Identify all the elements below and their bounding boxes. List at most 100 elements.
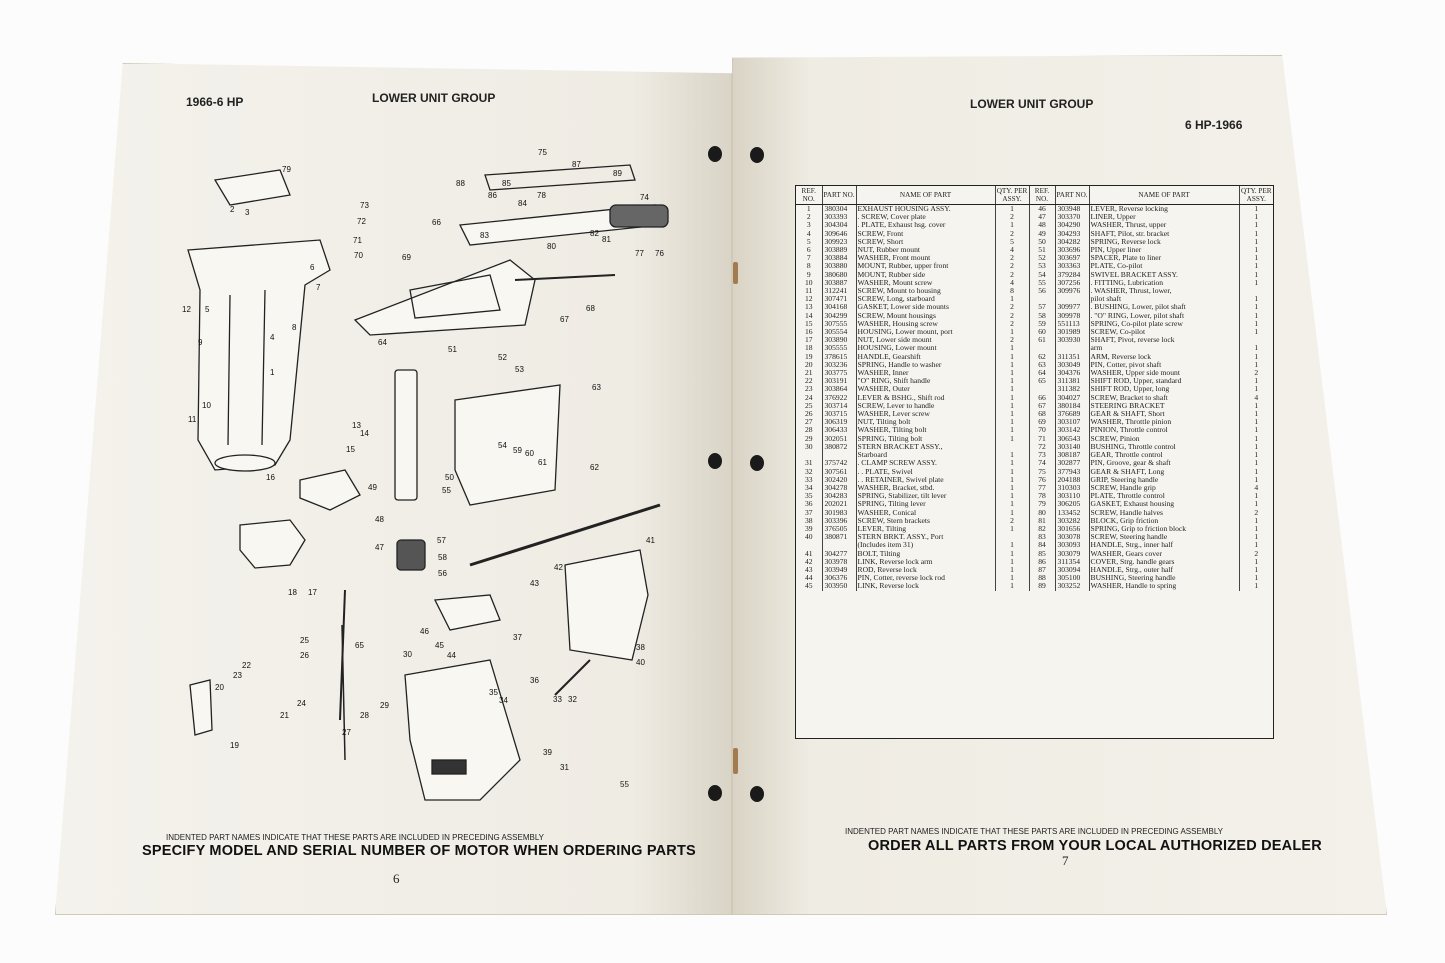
cell-name: BUSHING, Throttle control xyxy=(1089,442,1240,452)
cell-part: 311354 xyxy=(1055,557,1090,566)
callout-62: 62 xyxy=(590,463,599,472)
cell-ref: 49 xyxy=(1029,229,1056,238)
cell-ref: 81 xyxy=(1029,516,1056,525)
cell-qty: 1 xyxy=(1254,524,1259,533)
cell-name: SCREW, Front xyxy=(856,229,996,238)
cell-part: 380680 xyxy=(822,270,857,279)
callout-72: 72 xyxy=(357,217,366,226)
cell-ref xyxy=(1029,344,1056,353)
cell-qty: 4 xyxy=(1254,483,1259,492)
cell-qty: 1 xyxy=(1254,426,1259,435)
cell-part: 303880 xyxy=(822,262,857,271)
cell-name: STEERING BRACKET xyxy=(1089,401,1240,411)
cell-qty: 8 xyxy=(995,287,1030,296)
cell-name: SCREW, Handle grip xyxy=(1089,483,1240,493)
cell-part: 305555 xyxy=(822,344,857,353)
cell-qty: 1 xyxy=(1254,278,1259,287)
cell-ref: 38 xyxy=(796,516,823,525)
cell-part: 303140 xyxy=(1055,442,1090,452)
cell-part: 551113 xyxy=(1055,319,1090,329)
cell-ref: 89 xyxy=(1029,582,1056,591)
cell-ref: 9 xyxy=(796,270,823,279)
cell-ref: 23 xyxy=(796,385,823,394)
cell-name: BOLT, Tilting xyxy=(856,549,996,558)
cell-qty: 1 xyxy=(995,508,1030,517)
cell-part: 303079 xyxy=(1055,549,1090,558)
cell-part xyxy=(822,451,857,460)
cell-part: 380304 xyxy=(822,204,857,214)
cell-name: . BUSHING, Lower, pilot shaft xyxy=(1089,303,1240,312)
cell-part: 306543 xyxy=(1055,434,1090,443)
callout-60: 60 xyxy=(525,449,534,458)
callout-55: 55 xyxy=(442,486,451,495)
cell-ref: 2 xyxy=(796,213,823,222)
cell-ref: 76 xyxy=(1029,475,1056,484)
binding-hole xyxy=(750,786,764,802)
cell-qty: 1 xyxy=(995,483,1030,493)
cell-name: SCREW, Co-pilot xyxy=(1089,328,1240,337)
cell-part: 307471 xyxy=(822,295,857,304)
cell-ref: 17 xyxy=(796,336,823,345)
cell-part: 303191 xyxy=(822,377,857,386)
callout-83: 83 xyxy=(480,231,489,240)
cell-name: (Includes item 31) xyxy=(856,541,996,550)
cell-ref: 28 xyxy=(796,426,823,435)
cell-name: SPRING, Co-pilot plate screw xyxy=(1089,319,1240,329)
cell-name: . "O" RING, Lower, pilot shaft xyxy=(1089,311,1240,320)
callout-84: 84 xyxy=(518,199,527,208)
cell-ref: 69 xyxy=(1029,418,1056,427)
cell-part: 303142 xyxy=(1055,426,1090,435)
cell-part: 303282 xyxy=(1055,516,1090,525)
cell-part: 303107 xyxy=(1055,418,1090,427)
callout-45: 45 xyxy=(435,641,444,650)
cell-ref: 88 xyxy=(1029,574,1056,583)
cell-part: 375742 xyxy=(822,459,857,468)
left-indent-note: INDENTED PART NAMES INDICATE THAT THESE … xyxy=(166,833,545,842)
callout-32: 32 xyxy=(568,695,577,704)
cell-name: WASHER, Outer xyxy=(856,385,996,394)
cell-part: 376922 xyxy=(822,393,857,402)
callout-78: 78 xyxy=(537,191,546,200)
cell-part: 303948 xyxy=(1055,204,1090,214)
cell-name: STERN BRACKET ASSY., xyxy=(856,442,996,452)
cell-part: 380871 xyxy=(822,533,857,542)
cell-name: ARM, Reverse lock xyxy=(1089,352,1240,361)
cell-part: 303887 xyxy=(822,278,857,288)
cell-name: GEAR & SHAFT, Long xyxy=(1089,467,1240,476)
cell-qty: 1 xyxy=(995,410,1030,419)
cell-qty: 2 xyxy=(995,213,1030,222)
callout-85: 85 xyxy=(502,179,511,188)
cell-ref: 55 xyxy=(1029,278,1056,288)
cell-ref: 47 xyxy=(1029,213,1056,222)
cell-name: WASHER, Lever screw xyxy=(856,410,996,419)
cell-name: WASHER, Upper side mount xyxy=(1089,369,1240,378)
col-header-name: NAME OF PART xyxy=(856,186,996,205)
cell-part: 303889 xyxy=(822,246,857,255)
cell-qty: 1 xyxy=(1254,451,1259,460)
cell-name: . FITTING, Lubrication xyxy=(1089,278,1240,288)
cell-part: 307256 xyxy=(1055,278,1090,288)
cell-ref: 24 xyxy=(796,393,823,402)
callout-23: 23 xyxy=(233,671,242,680)
callout-63: 63 xyxy=(592,383,601,392)
callout-58: 58 xyxy=(438,553,447,562)
cell-ref: 1 xyxy=(796,204,823,214)
callout-1: 1 xyxy=(270,368,275,377)
cell-qty: 2 xyxy=(1254,549,1259,558)
cell-ref: 40 xyxy=(796,533,823,542)
cell-name: SCREW, Bracket to shaft xyxy=(1089,393,1240,402)
cell-name: LEVER & BSHG., Shift rod xyxy=(856,393,996,402)
cell-ref: 62 xyxy=(1029,352,1056,361)
cell-part: 304277 xyxy=(822,549,857,558)
cell-name: PIN, Upper liner xyxy=(1089,246,1240,255)
callout-88: 88 xyxy=(456,179,465,188)
cell-qty: 4 xyxy=(1254,393,1259,402)
